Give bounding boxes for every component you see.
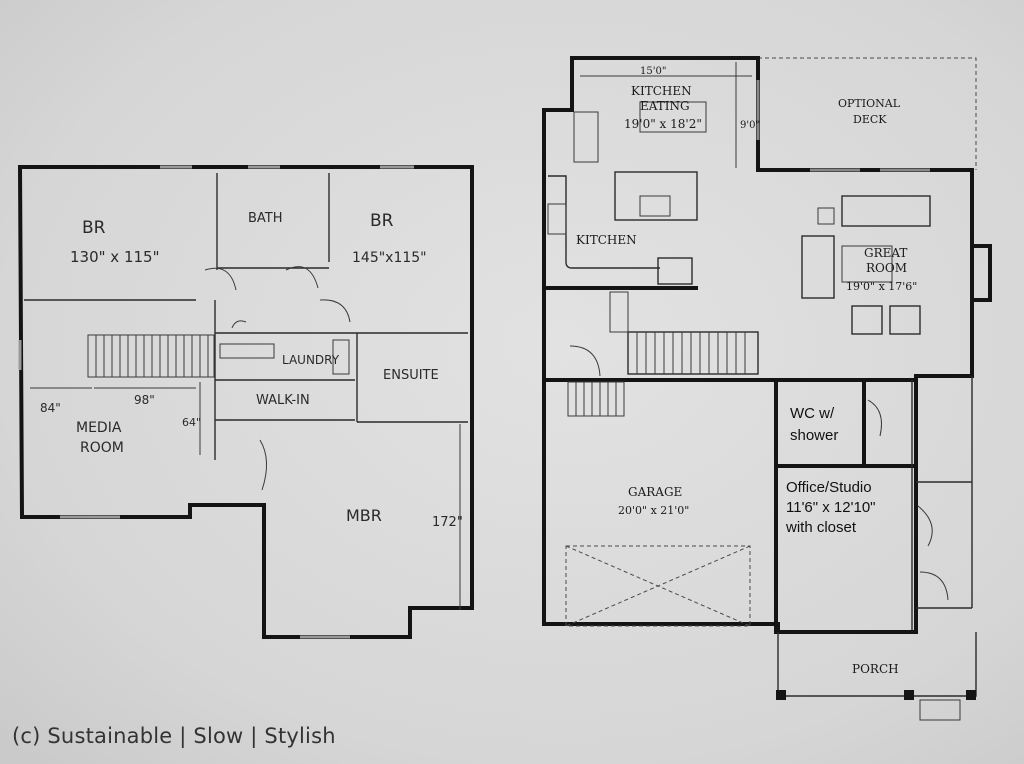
upper-floor-plan: BR 130" x 115" BATH BR 145"x115" LAUNDRY… [17, 165, 474, 639]
dimension-84: 84" [40, 401, 61, 415]
door-swing [319, 299, 351, 323]
kitchen-label: KITCHEN [576, 233, 637, 247]
kitchen-eating-dims: 19'0" x 18'2" [624, 117, 702, 131]
porch-label: PORCH [852, 662, 899, 676]
copyright-notice: (c) Sustainable | Slow | Stylish [12, 724, 336, 748]
dimension-15: 15'0" [640, 66, 666, 77]
door-swing [569, 345, 601, 377]
door-swing [285, 266, 319, 289]
mbr-label: MBR [346, 506, 382, 525]
ensuite-label: ENSUITE [383, 368, 439, 383]
media-room-label-line2: ROOM [80, 440, 124, 456]
fireplace [970, 244, 992, 302]
optional-deck-label-line2: DECK [853, 113, 887, 126]
armchair [851, 305, 883, 335]
great-room-label-line2: ROOM [866, 261, 907, 275]
door-swing [231, 320, 247, 329]
laundry-counter [219, 343, 275, 359]
side-table [817, 207, 835, 225]
washer-dryer [332, 339, 350, 375]
kitchen-eating-label-line2: EATING [640, 99, 690, 113]
optional-deck-outline [758, 57, 977, 170]
armchair [889, 305, 921, 335]
media-room-label-line1: MEDIA [76, 420, 122, 436]
br-left-dims: 130" x 115" [70, 248, 159, 266]
door-swing [917, 505, 933, 547]
main-floor-outer-wall [542, 56, 974, 634]
garage-label: GARAGE [628, 485, 682, 499]
dimension-98: 98" [134, 393, 155, 407]
door-swing [204, 267, 237, 291]
kitchen-eating-label-line1: KITCHEN [631, 84, 692, 98]
coffee-table [841, 245, 893, 283]
br-right-label: BR [370, 211, 394, 231]
dimension-64: 64" [182, 416, 201, 429]
door-swing [259, 439, 267, 491]
door-swing [919, 571, 949, 601]
loveseat [801, 235, 835, 299]
kitchen-island [614, 171, 698, 221]
garage-dims: 20'0" x 21'0" [618, 504, 689, 517]
stove [547, 203, 567, 235]
main-floor-plan: KITCHEN EATING 19'0" x 18'2" 15'0" 9'0" … [542, 56, 992, 721]
dimension-172: 172" [432, 515, 463, 530]
office-label-line1: Office/Studio [786, 479, 872, 496]
office-label-line3: with closet [785, 519, 857, 536]
door-swing [867, 399, 882, 437]
fridge [657, 257, 693, 285]
bath-label: BATH [248, 211, 283, 226]
great-room-label-line1: GREAT [864, 246, 907, 260]
sofa [841, 195, 931, 227]
pantry [573, 111, 599, 163]
br-left-label: BR [82, 218, 106, 238]
wc-label-line2: shower [790, 427, 838, 444]
porch [776, 632, 977, 721]
kitchen-counter [548, 175, 660, 269]
br-right-dims: 145"x115" [352, 250, 427, 266]
dining-table [639, 101, 707, 133]
dimension-9: 9'0" [740, 120, 760, 131]
walk-in-label: WALK-IN [256, 393, 310, 408]
main-staircase [567, 291, 759, 417]
optional-deck-label-line1: OPTIONAL [838, 97, 901, 110]
great-room-dims: 19'0" x 17'6" [846, 280, 917, 293]
office-label-line2: 11'6" x 12'10" [786, 499, 876, 516]
laundry-label: LAUNDRY [282, 353, 340, 367]
upper-staircase [87, 334, 215, 378]
upper-floor-outer-wall [17, 165, 474, 639]
kitchen-sink [639, 195, 671, 217]
wc-label-line1: WC w/ [790, 405, 835, 422]
garage-door [565, 545, 751, 627]
